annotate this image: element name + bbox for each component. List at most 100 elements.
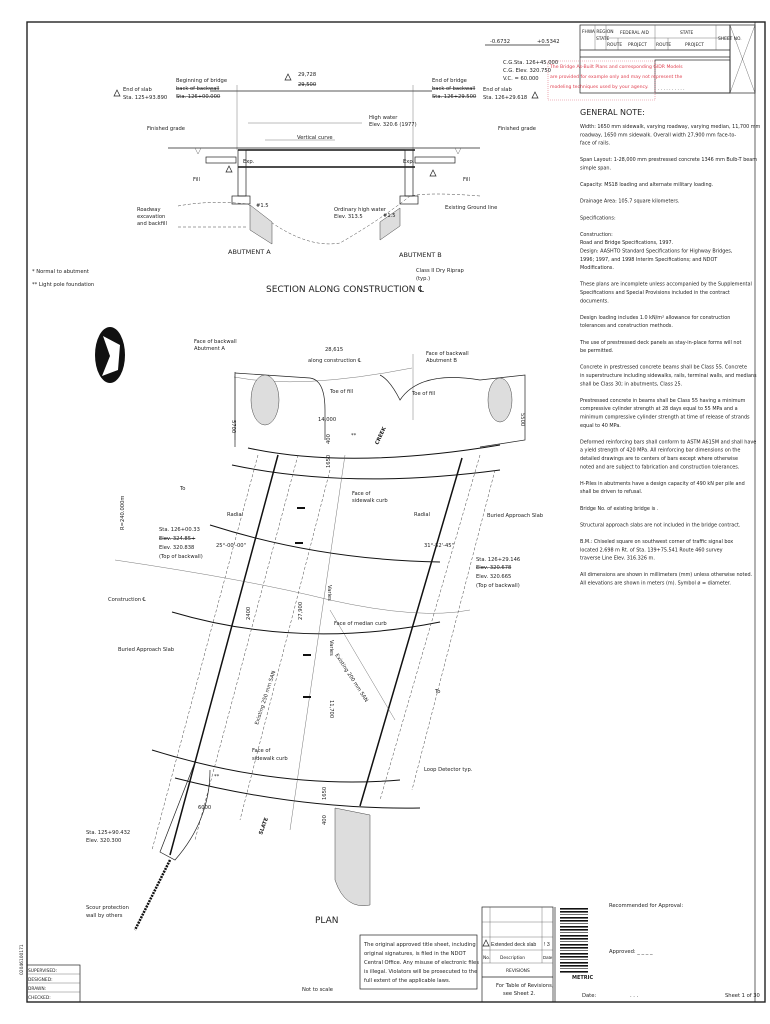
legend-normal: * Normal to abutment xyxy=(32,269,89,275)
general-note-line: Concrete in prestressed concrete beams s… xyxy=(580,365,747,371)
finished-grade-right: Finished grade xyxy=(498,126,536,132)
roadway-excavation: Roadway xyxy=(137,207,161,213)
dim-1650-bottom: 1650 xyxy=(322,787,328,800)
notice-line: The original approved title sheet, inclu… xyxy=(363,942,476,948)
station-a-plan: Elev. 320.838 xyxy=(159,545,194,551)
revision-date: ! 3 xyxy=(544,942,550,948)
creek-label: CREEK xyxy=(374,425,388,446)
general-note-line: shall be Class 30; in abutments, Class 2… xyxy=(580,381,683,387)
general-note-line: Structural approach slabs are not includ… xyxy=(580,522,741,528)
general-note-line: Specifications and Special Provisions in… xyxy=(580,290,730,296)
face-of-median-curb: Face of median curb xyxy=(334,621,387,627)
metric-logo-bar xyxy=(560,941,588,942)
general-note-heading: GENERAL NOTE: xyxy=(580,108,645,117)
drawing-linework xyxy=(249,204,273,245)
high-water-elevation: Elev. 320.6 (1977) xyxy=(369,122,417,128)
general-note-line: simple span. xyxy=(580,166,611,172)
checked-label: CHECKED: xyxy=(28,995,51,1001)
general-note-line: Deformed reinforcing bars shall conform … xyxy=(580,439,756,445)
face-sidewalk-curb-top: sidewalk curb xyxy=(352,498,388,504)
scour-protection: Scour protection xyxy=(86,905,129,911)
general-note-line: minimum compressive cylinder strength at… xyxy=(580,415,750,421)
face-sidewalk-curb-bottom: sidewalk curb xyxy=(252,756,288,762)
station-a-plan: Sta. 126+00.33 xyxy=(159,527,200,533)
drawing-linework xyxy=(114,559,471,614)
varies-label: Varies xyxy=(328,640,334,656)
disclaimer-box: The Bridge As-Built Plans and correspond… xyxy=(547,60,683,101)
metric-logo-bar xyxy=(560,947,588,949)
drawing-linework xyxy=(174,777,421,809)
drawing-linework xyxy=(102,336,120,376)
general-note-line: shall be driven to refusal. xyxy=(580,489,643,495)
span-length: 29,728 xyxy=(298,72,316,78)
to-left: To xyxy=(179,486,185,492)
project-label: PROJECT xyxy=(628,42,647,48)
metric-logo: METRIC xyxy=(554,907,594,1002)
no-header: No. xyxy=(483,955,490,961)
existing-200-san: Existing 200 mm SAN xyxy=(333,653,369,704)
notice-line: is illegal. Violators will be prosecuted… xyxy=(364,969,477,975)
drawing-linework xyxy=(209,524,441,563)
drawing-linework xyxy=(177,193,481,245)
drawing-linework xyxy=(329,609,396,721)
recommended-for-approval: Recommended for Approval: xyxy=(609,903,683,909)
drawing-linework xyxy=(231,464,501,480)
disclaimer-line: are provided for example only and may no… xyxy=(550,74,683,80)
general-note-line: a yield strength of 420 MPa. All reinfor… xyxy=(580,448,740,454)
drawing-linework xyxy=(547,60,656,101)
dim-2400: 2400 xyxy=(246,607,252,620)
roadway-excavation: excavation xyxy=(137,214,165,220)
angle-left: 25°-00'-00" xyxy=(216,543,246,549)
general-note-line: face of rails. xyxy=(580,141,611,147)
slope-right: #1.5 xyxy=(383,213,396,219)
curve-elevation: C.G. Elev. 320.750 xyxy=(503,68,551,74)
drawing-linework xyxy=(729,24,756,94)
station-b-plan: Elev. 320.678 xyxy=(476,565,511,571)
loop-detector-label: Loop Detector typ. xyxy=(424,767,473,773)
drawing-linework xyxy=(151,454,259,851)
metric-logo-bar xyxy=(560,911,588,913)
metric-label: METRIC xyxy=(572,975,594,981)
metric-logo-bar xyxy=(560,932,588,933)
notice-box xyxy=(359,934,478,990)
section-view: Beginning of bridge back of backwall Sta… xyxy=(113,72,539,295)
drawing-linework xyxy=(171,611,441,635)
span-length-old: 29,500 xyxy=(298,82,316,88)
drawing-linework xyxy=(334,807,371,906)
state-label: STATE xyxy=(596,36,609,42)
plan-title: PLAN xyxy=(315,916,339,926)
light-pole-top: ** xyxy=(351,433,357,439)
vertical-curve-label: Vertical curve xyxy=(297,135,333,141)
disclaimer-line: modeling techniques used by your agency. xyxy=(550,84,649,90)
to-right: To xyxy=(434,689,440,695)
expansion-right: Exp. xyxy=(403,159,415,165)
date-header: Date xyxy=(543,955,553,960)
general-note-line: Bridge No. of existing bridge is . xyxy=(580,506,659,512)
drawing-linework xyxy=(151,749,401,783)
along-construction: along construction ℄ xyxy=(308,358,362,364)
route-label: ROUTE xyxy=(607,42,622,48)
federal-aid-label: FEDERAL AID xyxy=(620,30,649,36)
radius-label: R=240.000m xyxy=(120,496,126,530)
general-note-line: All dimensions are shown in millimeters … xyxy=(580,572,753,578)
ordinary-high-water-elevation: Elev. 313.5 xyxy=(334,214,363,220)
general-note-line: Road and Bridge Specifications, 1997. xyxy=(580,240,674,246)
metric-logo-bar xyxy=(560,965,588,967)
station-b: Sta. 126+29.618 xyxy=(483,95,527,101)
date-value: . . . xyxy=(630,993,639,999)
general-note-line: Width: 1650 mm sidewalk, varying roadway… xyxy=(580,124,761,130)
drawing-linework xyxy=(250,374,280,426)
metric-logo-bar xyxy=(560,914,588,915)
face-backwall-a: Abutment A xyxy=(194,346,225,352)
general-note-line: located 2.698 m Rt. of Sta. 139+75.541 R… xyxy=(580,547,723,553)
general-note-line: Modifications. xyxy=(580,265,614,271)
drawing-linework xyxy=(295,507,311,698)
general-note-line: These plans are incomplete unless accomp… xyxy=(579,282,752,288)
metric-logo-bar xyxy=(560,926,588,928)
dim-5700: 5700 xyxy=(230,420,236,433)
dim-11700: 11,700 xyxy=(328,700,334,718)
general-note-line: noted and are subject to fabrication and… xyxy=(580,464,740,470)
drawing-linework xyxy=(133,859,172,931)
drawing-linework xyxy=(231,195,251,205)
metric-logo-bar xyxy=(560,929,588,931)
